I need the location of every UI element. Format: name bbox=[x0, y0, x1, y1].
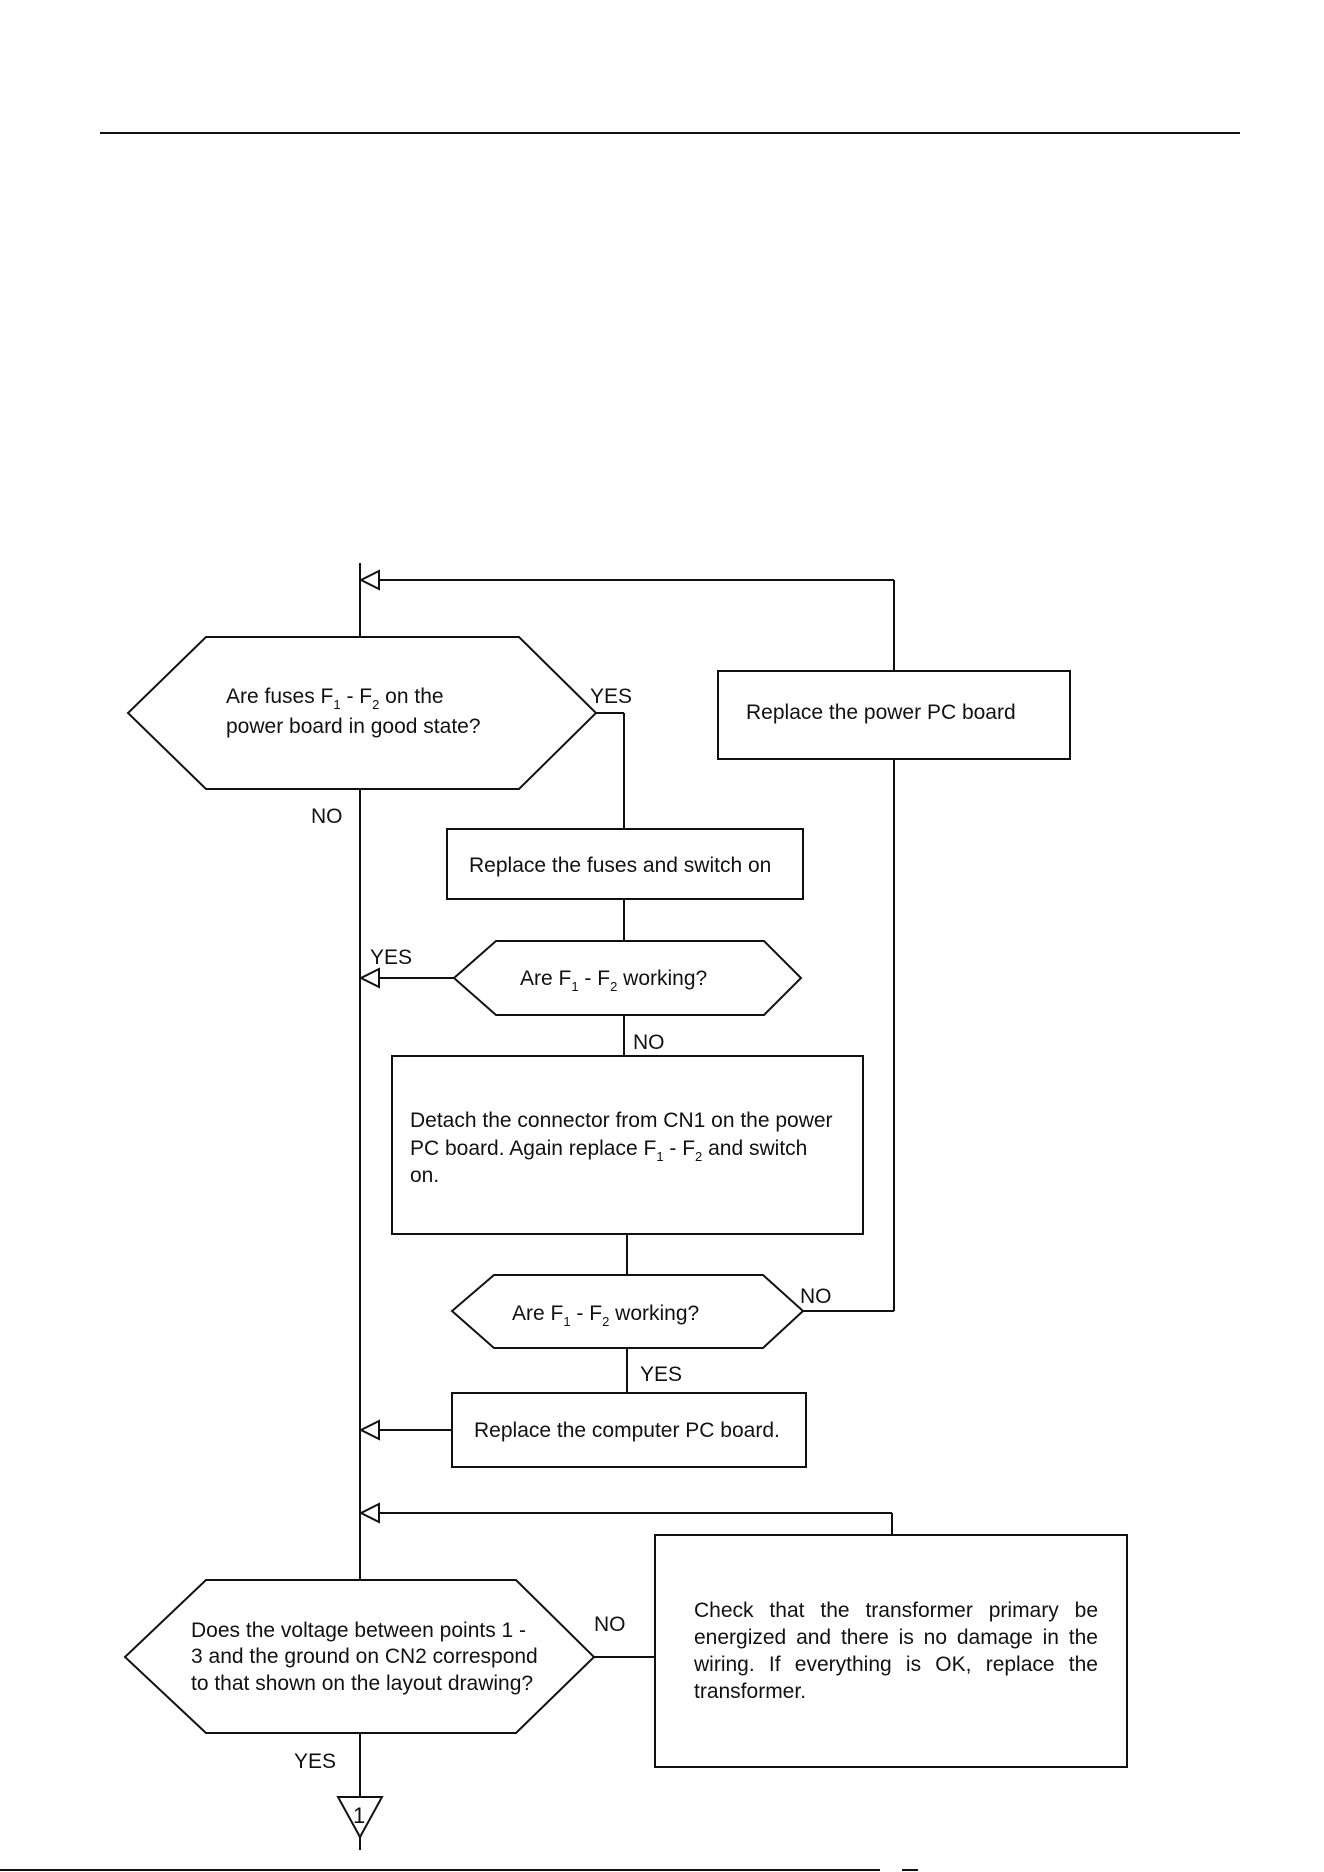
edge-label-working2-yes: YES bbox=[640, 1363, 682, 1386]
decision-working-2 bbox=[450, 1274, 805, 1349]
decision-working-1-label: Are F1 - F2 working? bbox=[520, 967, 707, 994]
decision-fuses-line1: Are fuses F1 - F2 on the bbox=[226, 685, 444, 712]
decision-working-2-label: Are F1 - F2 working? bbox=[512, 1302, 699, 1329]
process-check-transformer bbox=[654, 1534, 1128, 1768]
edge-label-fuses-no: NO bbox=[311, 805, 343, 828]
process-replace-power-pc bbox=[717, 670, 1071, 760]
arrowhead-computer-pc bbox=[358, 1419, 380, 1441]
decision-voltage bbox=[123, 1579, 596, 1734]
process-replace-fuses bbox=[446, 828, 804, 900]
process-detach-connector bbox=[391, 1055, 864, 1235]
decision-voltage-line3: to that shown on the layout drawing? bbox=[191, 1672, 533, 1695]
arrowhead-working1-yes bbox=[358, 967, 380, 989]
off-page-connector-label: 1 bbox=[353, 1803, 365, 1828]
process-detach-line1: Detach the connector from CN1 on the pow… bbox=[410, 1109, 833, 1132]
edge-label-fuses-yes: YES bbox=[590, 685, 632, 708]
decision-voltage-line2: 3 and the ground on CN2 correspond bbox=[191, 1645, 538, 1668]
edge-label-working1-yes: YES bbox=[370, 946, 412, 969]
edge-label-voltage-no: NO bbox=[594, 1613, 626, 1636]
edge-label-working1-no: NO bbox=[633, 1031, 665, 1054]
process-replace-computer-pc bbox=[451, 1392, 807, 1468]
process-replace-fuses-label: Replace the fuses and switch on bbox=[469, 854, 771, 877]
arrowhead-transformer-loop bbox=[358, 1502, 380, 1524]
decision-fuses-line2: power board in good state? bbox=[226, 715, 481, 738]
edge-label-working2-no: NO bbox=[800, 1285, 832, 1308]
process-replace-computer-pc-label: Replace the computer PC board. bbox=[474, 1419, 780, 1442]
off-page-connector bbox=[336, 1796, 384, 1840]
edge-label-voltage-yes: YES bbox=[294, 1750, 336, 1773]
decision-voltage-line1: Does the voltage between points 1 - bbox=[191, 1619, 526, 1642]
decision-fuses bbox=[126, 636, 598, 790]
arrowhead-loop-top bbox=[358, 569, 380, 591]
decision-working-1 bbox=[452, 940, 803, 1016]
process-detach-line3: on. bbox=[410, 1164, 439, 1187]
process-detach-line2: PC board. Again replace F1 - F2 and swit… bbox=[410, 1137, 807, 1164]
process-replace-power-pc-label: Replace the power PC board bbox=[746, 701, 1016, 724]
process-check-transformer-text: Check that the transformer primary be en… bbox=[694, 1599, 1098, 1703]
